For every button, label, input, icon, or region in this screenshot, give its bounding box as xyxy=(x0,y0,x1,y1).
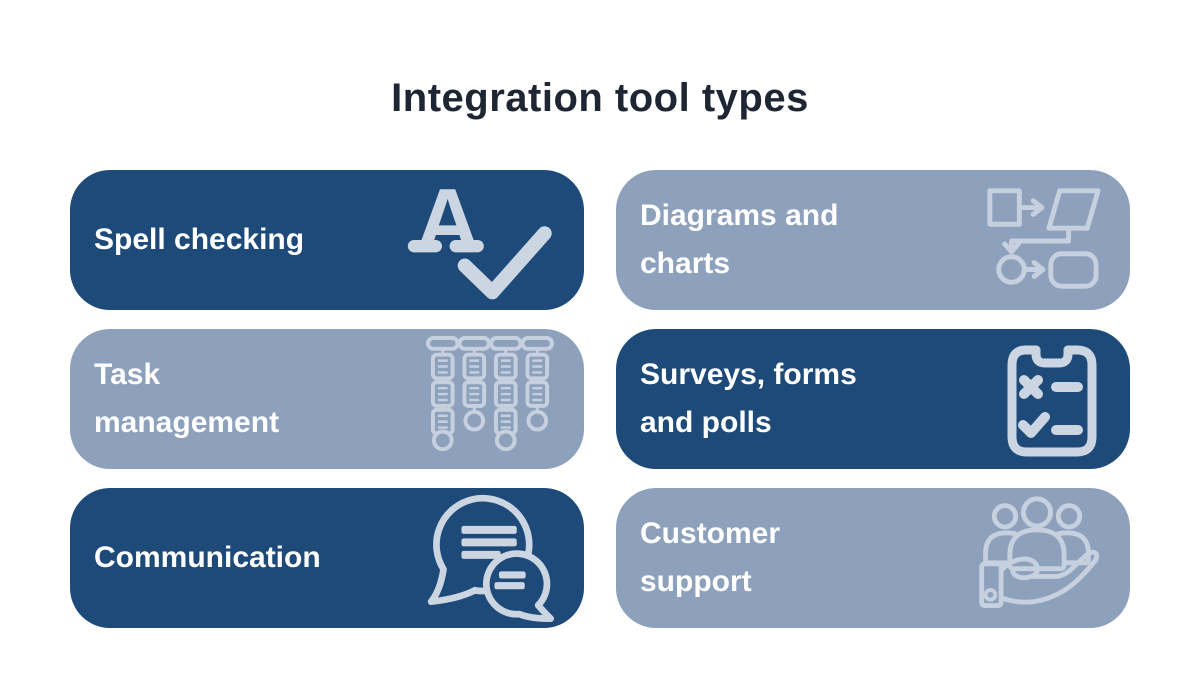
chat-bubbles-icon xyxy=(424,494,556,622)
page-title: Integration tool types xyxy=(391,76,809,120)
card-surveys-forms-polls: Surveys, forms and polls xyxy=(616,329,1130,469)
survey-clipboard-icon xyxy=(1002,338,1102,460)
spellcheck-icon: A xyxy=(404,179,556,301)
card-label: Diagrams and charts xyxy=(640,199,839,280)
card-label: Customer support xyxy=(640,517,781,598)
kanban-icon xyxy=(426,336,556,462)
flowchart-icon xyxy=(982,184,1102,296)
card-communication: Communication xyxy=(70,488,584,628)
card-spell-checking: Spell checking A xyxy=(70,170,584,310)
card-label: Task management xyxy=(94,358,280,439)
card-task-management: Task management xyxy=(70,329,584,469)
letter-a-glyph: A xyxy=(415,179,480,269)
card-customer-support: Customer support xyxy=(616,488,1130,628)
card-label: Surveys, forms and polls xyxy=(640,358,857,439)
card-label: Spell checking xyxy=(94,223,305,256)
card-grid: Spell checking A Diagrams and charts xyxy=(70,170,1130,628)
card-label: Communication xyxy=(94,541,321,574)
card-diagrams-charts: Diagrams and charts xyxy=(616,170,1130,310)
support-hand-icon xyxy=(972,496,1102,620)
